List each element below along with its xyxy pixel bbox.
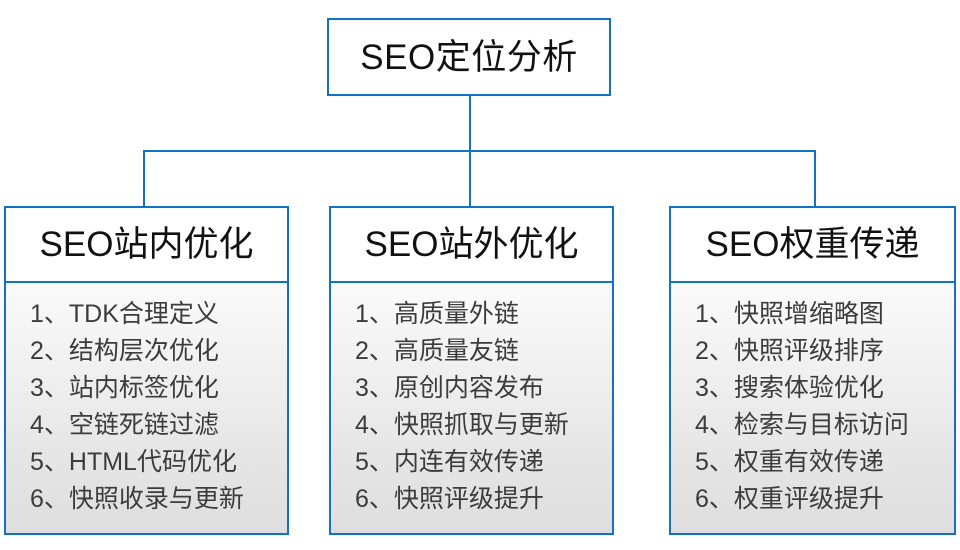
branch-item-list-1: 1、TDK合理定义 2、结构层次优化 3、站内标签优化 4、空链死链过滤 5、H… (30, 296, 287, 518)
branch-item-list-2: 1、高质量外链 2、高质量友链 3、原创内容发布 4、快照抓取与更新 5、内连有… (355, 296, 612, 518)
branch-column-3: SEO权重传递 1、快照增缩略图 2、快照评级排序 3、搜索体验优化 4、检索与… (669, 206, 956, 535)
list-item: 1、高质量外链 (355, 300, 519, 328)
branch-header-3[interactable]: SEO权重传递 (669, 206, 956, 283)
list-item: 2、快照评级排序 (695, 337, 884, 365)
connector-drop-branch-1 (143, 150, 145, 207)
list-item: 6、快照评级提升 (355, 485, 544, 513)
list-item: 4、快照抓取与更新 (355, 411, 569, 439)
root-node[interactable]: SEO定位分析 (327, 18, 611, 96)
branch-header-1[interactable]: SEO站内优化 (4, 206, 289, 283)
branch-header-label-2: SEO站外优化 (364, 225, 579, 264)
connector-horizontal-bus (143, 150, 816, 152)
branch-header-label-1: SEO站内优化 (39, 225, 254, 264)
list-item: 6、快照收录与更新 (30, 485, 244, 513)
list-item: 5、内连有效传递 (355, 448, 544, 476)
list-item: 5、权重有效传递 (695, 448, 884, 476)
branch-body-2: 1、高质量外链 2、高质量友链 3、原创内容发布 4、快照抓取与更新 5、内连有… (329, 283, 614, 535)
branch-item-list-3: 1、快照增缩略图 2、快照评级排序 3、搜索体验优化 4、检索与目标访问 5、权… (695, 296, 954, 518)
list-item: 5、HTML代码优化 (30, 448, 237, 476)
list-item: 3、原创内容发布 (355, 374, 544, 402)
branch-column-2: SEO站外优化 1、高质量外链 2、高质量友链 3、原创内容发布 4、快照抓取与… (329, 206, 614, 535)
branch-body-3: 1、快照增缩略图 2、快照评级排序 3、搜索体验优化 4、检索与目标访问 5、权… (669, 283, 956, 535)
list-item: 2、结构层次优化 (30, 337, 219, 365)
list-item: 3、站内标签优化 (30, 374, 219, 402)
connector-drop-branch-3 (814, 150, 816, 207)
list-item: 3、搜索体验优化 (695, 374, 884, 402)
list-item: 1、TDK合理定义 (30, 300, 219, 328)
root-node-label: SEO定位分析 (360, 37, 578, 77)
list-item: 1、快照增缩略图 (695, 300, 884, 328)
connector-drop-branch-2 (469, 150, 471, 207)
list-item: 4、空链死链过滤 (30, 411, 219, 439)
connector-root-stem (469, 96, 471, 152)
list-item: 4、检索与目标访问 (695, 411, 909, 439)
branch-header-label-3: SEO权重传递 (705, 225, 920, 264)
branch-body-1: 1、TDK合理定义 2、结构层次优化 3、站内标签优化 4、空链死链过滤 5、H… (4, 283, 289, 535)
list-item: 6、权重评级提升 (695, 485, 884, 513)
list-item: 2、高质量友链 (355, 337, 519, 365)
branch-column-1: SEO站内优化 1、TDK合理定义 2、结构层次优化 3、站内标签优化 4、空链… (4, 206, 289, 535)
branch-header-2[interactable]: SEO站外优化 (329, 206, 614, 283)
